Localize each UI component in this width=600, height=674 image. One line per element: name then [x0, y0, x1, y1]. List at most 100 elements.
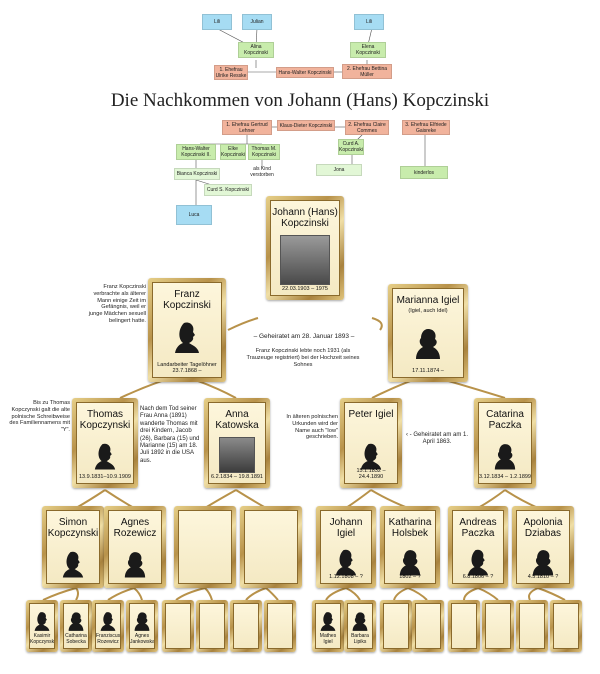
person-frame-empty-2[interactable] [240, 506, 302, 588]
tree-box-elfriede[interactable]: 3. Ehefrau Elfriede Gaisreke [402, 120, 450, 135]
tree-box-hans-walter[interactable]: Hans-Walter Kopczinski [276, 67, 334, 78]
tree-box-jona[interactable]: Jona [316, 164, 362, 176]
tree-box-hans-walter-2[interactable]: Hans-Walter Kopczinski II. [176, 144, 216, 160]
tree-box-lili-2[interactable]: Lili [354, 14, 384, 30]
person-frame-andreas[interactable]: Andreas Paczka 6.8.1806 – ? [448, 506, 508, 588]
person-frame-barbara[interactable]: Barbara Lipiks [344, 600, 376, 652]
person-frame-empty-12[interactable] [550, 600, 582, 652]
person-frame-katharina[interactable]: Katharina Holsbek 1802 – ? [380, 506, 440, 588]
note-marriage-1863: ‹ - Geheiratet am am 1. April 1863. [405, 432, 469, 445]
tree-box-bettina[interactable]: 2. Ehefrau Bettina Müller [342, 64, 392, 79]
person-dates: 17.11.1874 – [412, 368, 444, 374]
note-marriage-1893: – Geheiratet am 28. Januar 1893 – [253, 333, 355, 340]
tree-box-curd-s[interactable]: Curd S. Kopczinski [204, 184, 252, 196]
tree-box-luca[interactable]: Luca [176, 205, 212, 225]
person-occupation: Landarbeiter Tagelöhner [157, 361, 217, 368]
person-frame-catarina[interactable]: Catarina Paczka 3.12.1834 – 1.2.1899 [474, 398, 536, 488]
person-frame-empty-3[interactable] [162, 600, 194, 652]
person-dates: 4.5.1810 – ? [527, 574, 559, 580]
note-thomas-spelling: Bis zu Thomas Kopczynski galt die alte p… [9, 400, 70, 434]
person-frame-apolonia[interactable]: Apolonia Dziabas 4.5.1810 – ? [512, 506, 574, 588]
silhouette-icon [399, 550, 421, 576]
person-name: Simon Kopczynski [47, 517, 99, 539]
silhouette-icon [62, 551, 84, 578]
silhouette-icon [494, 444, 516, 470]
person-name: Kasimir Kopczynski [30, 633, 55, 645]
note-igiel-spelling: In älteren polnischen Urkunden wird der … [286, 414, 338, 441]
person-name: Johann Igiel [329, 517, 363, 539]
person-frame-anna[interactable]: Anna Katowska 6.2.1834 – 19.8.1891 [204, 398, 270, 488]
person-frame-johann[interactable]: Johann (Hans) Kopczinski 22.03.1903 – 19… [266, 196, 344, 300]
person-dates: 1802 – ? [399, 574, 421, 580]
person-frame-agnes-j[interactable]: Agnes Jankowska [126, 600, 158, 652]
silhouette-icon [320, 612, 336, 631]
tree-box-lili[interactable]: Lili [202, 14, 232, 30]
person-frame-empty-11[interactable] [516, 600, 548, 652]
silhouette-icon [532, 550, 554, 576]
silhouette-icon [175, 322, 199, 353]
person-dates: 23.7.1868 – [172, 368, 202, 374]
person-dates: 6.8.1806 – ? [462, 574, 494, 580]
tree-box-gertrud[interactable]: 1. Ehefrau Gertrud Lehner [222, 120, 272, 135]
tree-box-claire[interactable]: 2. Ehefrau Claire Commes [345, 120, 389, 135]
silhouette-icon [360, 443, 382, 470]
silhouette-icon [94, 443, 116, 470]
person-frame-johann-igiel[interactable]: Johann Igiel 1.12.1808 – ? [316, 506, 376, 588]
silhouette-icon [134, 612, 150, 631]
silhouette-icon [68, 612, 84, 631]
person-frame-empty-9[interactable] [448, 600, 480, 652]
silhouette-icon [467, 549, 489, 576]
tree-box-thomas-m[interactable]: Thomas M. Kopczinski [248, 144, 280, 160]
person-frame-catharina-s[interactable]: Catharina Sobecka [60, 600, 92, 652]
portrait-photo [280, 235, 330, 285]
person-frame-peter[interactable]: Peter Igiel 15.1.1832 – 24.4.1890 [340, 398, 402, 488]
tree-box-elena[interactable]: Elena Kopczinski [350, 42, 386, 58]
person-frame-mathes[interactable]: Mathes Igiel [312, 600, 344, 652]
note-franz-witness: Franz Kopczinski lebte noch 1931 (als Tr… [246, 348, 360, 368]
tree-box-ulrike[interactable]: 1. Ehefrau Ulrike Resske [214, 65, 248, 80]
person-name: Barbara Lipiks [351, 633, 369, 645]
person-frame-empty-7[interactable] [380, 600, 412, 652]
person-name: Thomas Kopczynski [79, 409, 131, 431]
person-frame-empty-5[interactable] [230, 600, 262, 652]
person-frame-simon[interactable]: Simon Kopczynski [42, 506, 104, 588]
person-name: Agnes Jankowska [130, 633, 155, 645]
tree-box-elke[interactable]: Elke Kopczinski [220, 144, 246, 160]
tree-note-as-child: als Kind verstorben [244, 166, 280, 178]
silhouette-icon [352, 612, 368, 631]
silhouette-icon [416, 329, 440, 359]
person-name: Mathes Igiel [319, 633, 337, 645]
person-frame-kasimir[interactable]: Kasimir Kopczynski [26, 600, 58, 652]
person-frame-agnes[interactable]: Agnes Rozewicz [104, 506, 166, 588]
person-name: Catharina Sobecka [65, 633, 87, 645]
tree-box-klaus-dieter[interactable]: Klaus-Dieter Kopczinski [277, 120, 335, 131]
person-name: Andreas Paczka [459, 517, 497, 539]
tree-box-alina[interactable]: Alina Kopczinski [238, 42, 274, 58]
person-frame-empty-8[interactable] [412, 600, 444, 652]
person-name: Apolonia Dziabas [523, 517, 563, 539]
person-frame-marianna[interactable]: Marianna Igiel (Igiel, auch Idel) 17.11.… [388, 284, 468, 382]
person-frame-empty-1[interactable] [174, 506, 236, 588]
person-name: Franz Kopczinski [163, 289, 211, 311]
person-frame-empty-4[interactable] [196, 600, 228, 652]
person-frame-thomas[interactable]: Thomas Kopczynski 13.9.1831–10.9.1909 [72, 398, 138, 488]
person-dates: 15.1.1832 – 24.4.1890 [356, 468, 386, 480]
person-frame-franz[interactable]: Franz Kopczinski Landarbeiter Tagelöhner… [148, 278, 226, 382]
note-thomas-emigration: Nach dem Tod seiner Frau Anna (1891) wan… [140, 406, 200, 464]
person-dates: 1.12.1808 – ? [329, 574, 363, 580]
person-frame-empty-10[interactable] [482, 600, 514, 652]
person-frame-franziscus[interactable]: Franziscus Rozewicz [92, 600, 124, 652]
person-name: Anna Katowska [215, 409, 259, 431]
person-dates: 13.9.1831–10.9.1909 [79, 474, 131, 480]
tree-box-kinderlos[interactable]: kinderlos [400, 166, 448, 179]
portrait-photo [219, 437, 255, 473]
person-name: Catarina Paczka [486, 409, 524, 431]
person-name: Marianna Igiel [396, 295, 460, 306]
person-frame-empty-6[interactable] [264, 600, 296, 652]
tree-box-curd-a[interactable]: Curd A. Kopczinski [338, 139, 364, 155]
tree-box-julian[interactable]: Julian [242, 14, 272, 30]
person-name: Johann (Hans) Kopczinski [272, 207, 338, 229]
page-title: Die Nachkommen von Johann (Hans) Kopczin… [110, 90, 490, 111]
note-franz-prison: Franz Kopczinski verbrachte als älterer … [88, 284, 146, 324]
tree-box-bianca[interactable]: Bianca Kopczinski [174, 168, 220, 180]
